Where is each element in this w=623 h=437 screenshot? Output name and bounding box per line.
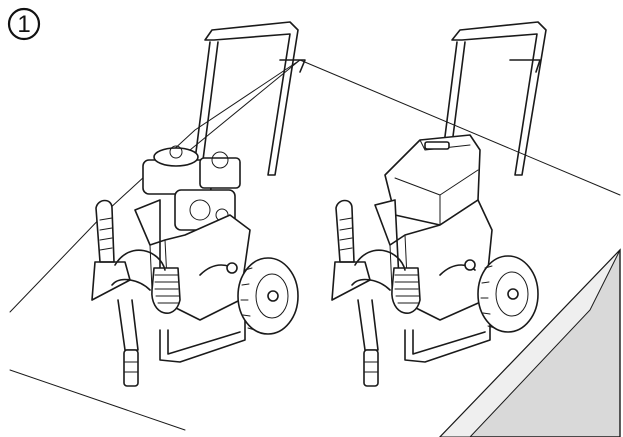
step-number: 1	[17, 11, 30, 38]
wheel	[477, 255, 539, 333]
wheel	[237, 257, 299, 335]
grip-ridges	[339, 217, 353, 251]
sprayer-gas-engine-covered	[331, 21, 547, 387]
step-number-badge: 1	[7, 7, 41, 41]
floor-surface	[9, 59, 621, 431]
filter-ribs	[394, 274, 420, 304]
filter-ribs	[154, 274, 180, 304]
sprayer-gas-engine-uncovered	[91, 21, 306, 387]
ramp-shade	[439, 248, 621, 437]
grip-ridges	[99, 217, 113, 251]
